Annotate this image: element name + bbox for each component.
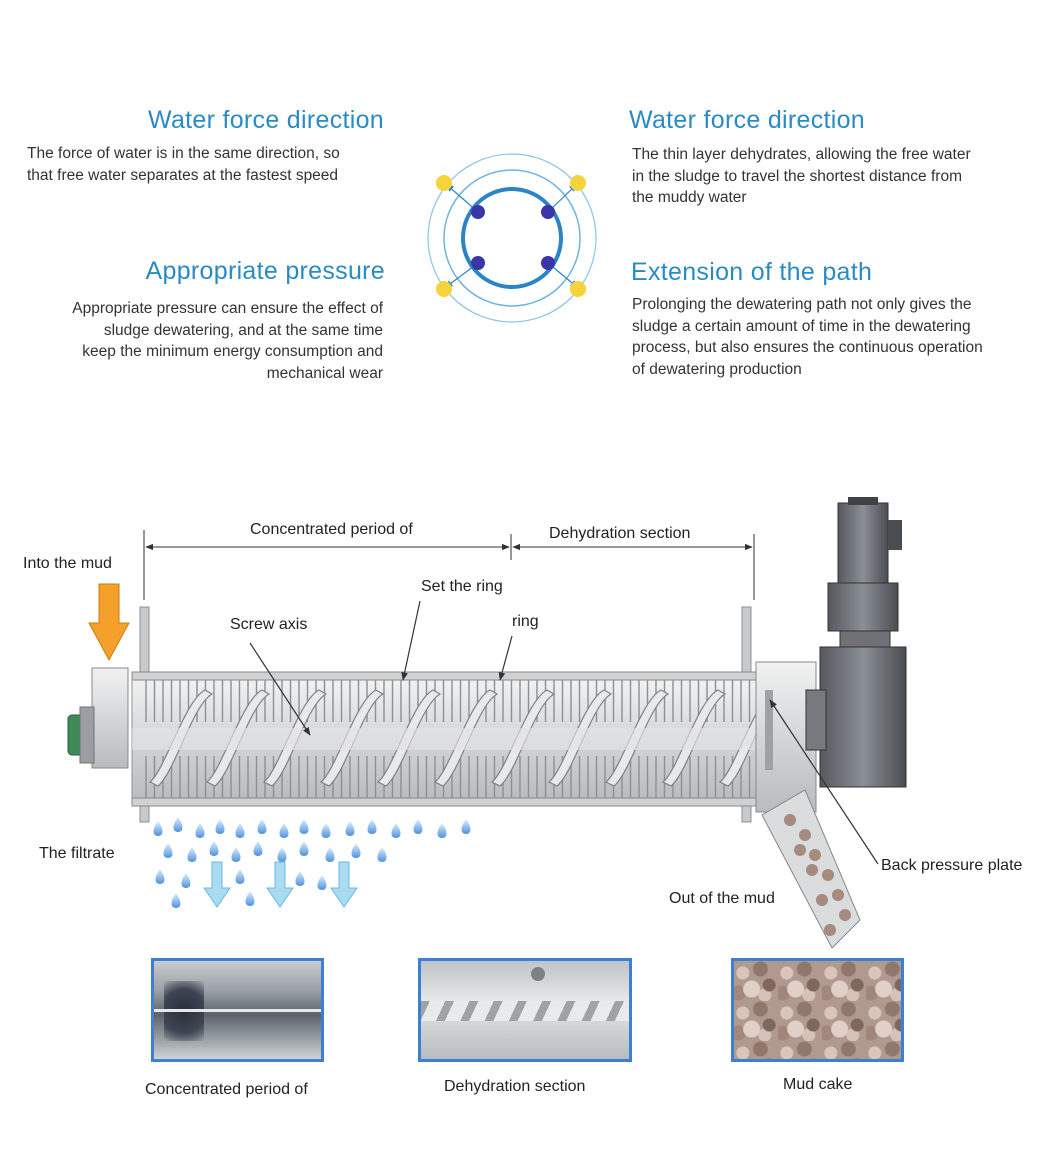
water-drop-icon [299, 819, 309, 834]
label-out-of-the-mud: Out of the mud [669, 890, 775, 907]
water-drop-icon [277, 847, 287, 862]
desc-line: The thin layer dehydrates, allowing the … [632, 146, 971, 163]
water-drop-icon [253, 841, 263, 856]
caption-dehydration-photo: Dehydration section [444, 1078, 586, 1095]
feature-desc-water-force-right: The thin layer dehydrates, allowing the … [632, 144, 1042, 209]
label-ring: ring [512, 613, 539, 630]
mud-chunk [799, 829, 811, 841]
water-drop-icon [209, 841, 219, 856]
desc-line: mechanical wear [266, 364, 383, 382]
feature-desc-appropriate-pressure: Appropriate pressure can ensure the effe… [20, 298, 383, 384]
desc-line: of dewatering production [632, 360, 802, 378]
water-drop-icon [345, 821, 355, 836]
label-into-the-mud: Into the mud [23, 555, 112, 572]
label-the-filtrate: The filtrate [39, 845, 115, 862]
concentrated-photo [151, 958, 324, 1062]
mud-chunk [839, 909, 851, 921]
feature-desc-water-force-left: The force of water is in the same direct… [27, 143, 387, 186]
mud-chunk [784, 814, 796, 826]
dehydration-photo [418, 958, 632, 1062]
water-drop-icon [173, 817, 183, 832]
water-drop-icon [235, 869, 245, 884]
water-drop-icon [235, 823, 245, 838]
inlet-arrow-icon [88, 583, 130, 662]
water-drop-icon [391, 823, 401, 838]
desc-line: in the sludge to travel the shortest dis… [632, 167, 962, 185]
water-drop-icon [163, 843, 173, 858]
water-drop-icon [279, 823, 289, 838]
filtrate-arrows [203, 861, 358, 908]
water-drop-icon [367, 819, 377, 834]
desc-line: the muddy water [632, 189, 747, 206]
water-drop-icon [231, 847, 241, 862]
feature-title-appropriate-pressure: Appropriate pressure [145, 257, 385, 285]
mud-chunk [816, 894, 828, 906]
desc-line: Appropriate pressure can ensure the effe… [72, 300, 383, 317]
water-drop-icon [377, 847, 387, 862]
desc-line: Prolonging the dewatering path not only … [632, 296, 972, 313]
water-drop-icon [155, 869, 165, 884]
water-drop-icon [351, 843, 361, 858]
desc-line: that free water separates at the fastest… [27, 166, 339, 184]
feature-desc-extension-of-path: Prolonging the dewatering path not only … [632, 294, 1052, 380]
water-drop-icon [187, 847, 197, 862]
mud-chunk [822, 869, 834, 881]
caption-mud-cake-photo: Mud cake [783, 1076, 853, 1093]
water-drop-icon [317, 875, 327, 890]
water-drop-icon [215, 819, 225, 834]
desc-line: sludge dewatering, and at the same time [103, 321, 383, 339]
caption-concentrated-photo: Concentrated period of [145, 1081, 308, 1098]
water-drop-icon [413, 819, 423, 834]
feature-title-extension-of-path: Extension of the path [631, 258, 873, 286]
desc-line: process, but also ensures the continuous… [632, 339, 983, 356]
mud-chunk [794, 844, 806, 856]
mud-chunk [806, 864, 818, 876]
desc-line: sludge a certain amount of time in the d… [632, 317, 971, 335]
label-back-pressure-plate: Back pressure plate [881, 857, 1023, 874]
label-concentrated-period: Concentrated period of [250, 521, 413, 538]
water-drop-icon [295, 871, 305, 886]
feature-title-water-force-left: Water force direction [147, 106, 384, 134]
mud-chunk [824, 924, 836, 936]
label-dehydration-section: Dehydration section [549, 525, 691, 542]
water-drop-icon [461, 819, 471, 834]
water-drop-icon [195, 823, 205, 838]
feature-title-water-force-right: Water force direction [629, 106, 866, 134]
water-drop-icon [257, 819, 267, 834]
water-drop-icon [181, 873, 191, 888]
water-drop-icon [437, 823, 447, 838]
desc-line: The force of water is in the same direct… [27, 145, 340, 162]
mud-chunk [832, 889, 844, 901]
mud-chunk [809, 849, 821, 861]
label-set-the-ring: Set the ring [421, 578, 503, 595]
water-drop-icon [171, 893, 181, 908]
water-drop-icon [245, 891, 255, 906]
water-drop-icon [299, 841, 309, 856]
water-drop-icon [321, 823, 331, 838]
label-screw-axis: Screw axis [230, 616, 308, 633]
water-drop-icon [153, 821, 163, 836]
desc-line: keep the minimum energy consumption and [82, 343, 383, 360]
mud-cake-photo [731, 958, 904, 1062]
water-drop-icon [325, 847, 335, 862]
